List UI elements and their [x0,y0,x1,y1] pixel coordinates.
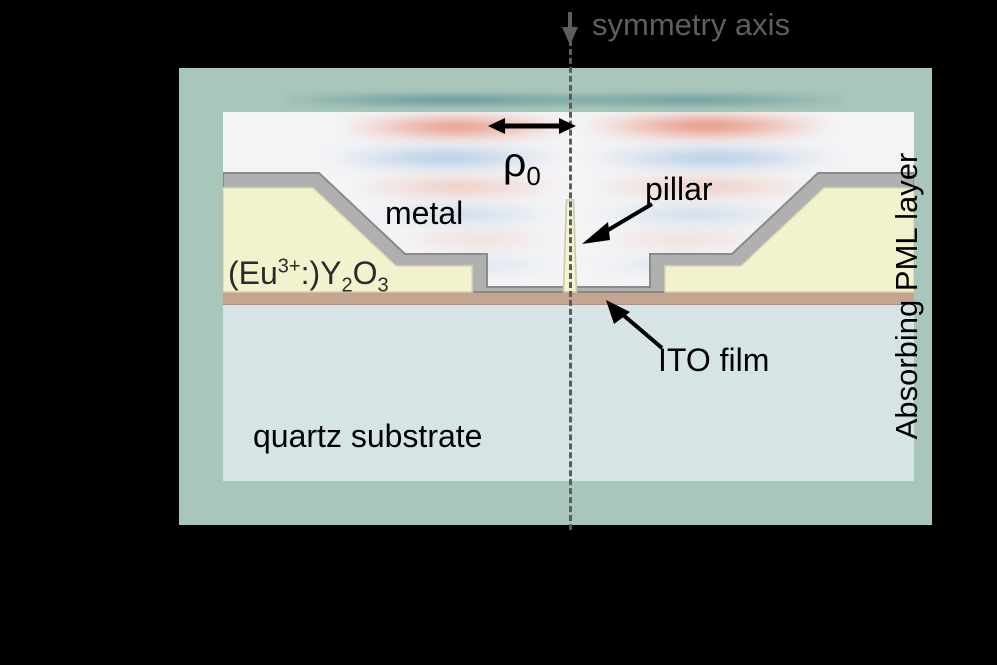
field-band-teal [285,92,845,108]
ito-film-label: ITO film [658,342,770,378]
rho-zero-double-arrow-icon [488,118,576,134]
y-subscript: 2 [341,274,353,297]
y2o3-layer-right [664,187,914,293]
field-lobe-negative-1b [578,148,848,168]
eu-charge-superscript: 3+ [277,255,301,278]
field-lobe-positive-3 [388,232,568,247]
pillar-label: pillar [645,171,713,207]
field-lobe-positive-1b [575,114,840,138]
eu-y2o3-label: (Eu3+:)Y2O3 [228,255,389,297]
metal-y2o3-profile [223,172,914,293]
pillar-leader-arrow-icon [582,202,654,244]
field-lobe-positive-3b [585,232,785,247]
field-lobe-negative-2 [363,206,568,223]
ito-leader-arrow-icon [606,300,664,350]
quartz-substrate-label: quartz substrate [253,418,483,454]
absorbing-pml-text: Absorbing PML layer [889,152,924,440]
oxygen-subscript: 3 [377,274,389,297]
field-lobe-positive-2 [343,178,573,196]
field-lobe-positive-1 [333,116,578,138]
eu-open-paren: (Eu [228,255,278,291]
symmetry-axis-line [569,40,572,530]
field-lobe-positive-2b [581,178,831,196]
field-lobe-negative-1 [318,148,573,168]
metal-label: metal [385,195,464,231]
simulation-domain [223,112,914,481]
symmetry-axis-label: symmetry axis [592,7,791,42]
rho-zero-label: ρ0 [503,139,541,192]
absorbing-pml-label: Absorbing PML layer [889,86,925,506]
y2o3-layer-left [223,187,473,293]
oxygen-symbol: O [352,255,378,291]
eu-mid-text: :)Y [300,255,342,291]
symmetry-axis-arrow-icon [562,12,578,45]
rho-glyph: ρ [503,139,527,185]
rho-subscript: 0 [526,161,541,192]
quartz-substrate-layer [223,302,914,481]
